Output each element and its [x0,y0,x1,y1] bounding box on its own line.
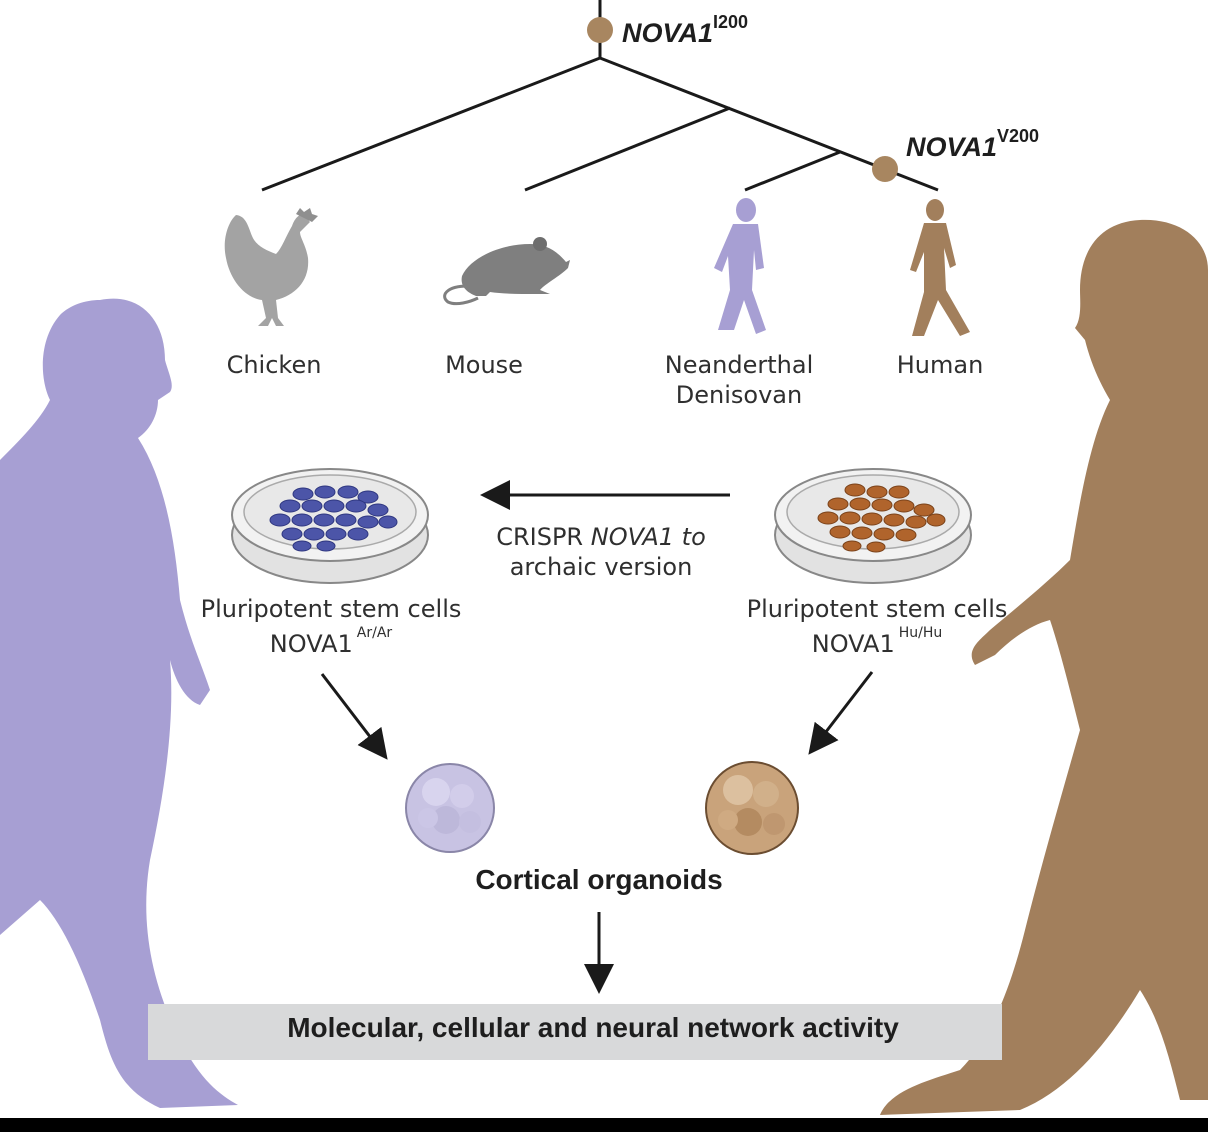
human-silhouette [880,219,1208,1115]
mouse-label: Mouse [445,351,523,379]
left-petri-dish [231,468,429,584]
result-bar [148,1004,1002,1060]
archaic-label: Neanderthal Denisovan [654,350,824,410]
branch-mouse [524,106,731,192]
left-to-organoid-arrow [320,673,388,760]
left-cells-genotype: Ar/Ar [356,625,393,641]
crispr-label: CRISPR NOVA1 to archaic version [470,522,732,582]
right-cells-gene: NOVA1 [811,630,895,658]
human-organoid [705,761,799,855]
crispr-prefix: CRISPR [496,523,591,551]
mouse-icon [443,237,570,306]
ancestral-node [587,17,613,43]
derived-gene-label: NOVA1V200 [906,126,1039,163]
crispr-italic: NOVA1 to [590,523,706,551]
right-to-organoid-arrow [808,671,874,755]
right-cells-title: Pluripotent stem cells [746,595,1008,623]
derived-gene-name: NOVA1 [906,132,998,162]
human-label: Human [896,351,984,379]
right-petri-dish [774,468,972,584]
archaic-organoid [405,763,495,853]
denisovan-label: Denisovan [675,381,803,409]
left-cell-cluster [269,485,398,552]
right-cell-cluster [817,483,946,553]
branch-archaic [744,150,841,192]
crispr-line2: archaic version [509,553,693,581]
chicken-icon [224,208,318,326]
derived-node [872,156,898,182]
human-icon [910,199,970,336]
left-cells-gene: NOVA1 [269,630,353,658]
organoids-label: Cortical organoids [475,864,723,895]
neanderthal-label: Neanderthal [664,351,814,379]
bottom-border [0,1118,1208,1132]
result-label: Molecular, cellular and neural network a… [287,1012,899,1043]
derived-variant: V200 [997,126,1040,146]
ancestral-gene-name: NOVA1 [622,18,714,48]
left-cells-title: Pluripotent stem cells [200,595,462,623]
branch-chicken [261,56,601,192]
neanderthal-icon [714,198,766,334]
chicken-label: Chicken [226,351,322,379]
ancestral-gene-label: NOVA1I200 [622,12,748,49]
right-cells-genotype: Hu/Hu [898,625,943,641]
archaic-human-silhouette [0,298,238,1108]
ancestral-variant: I200 [713,12,749,32]
